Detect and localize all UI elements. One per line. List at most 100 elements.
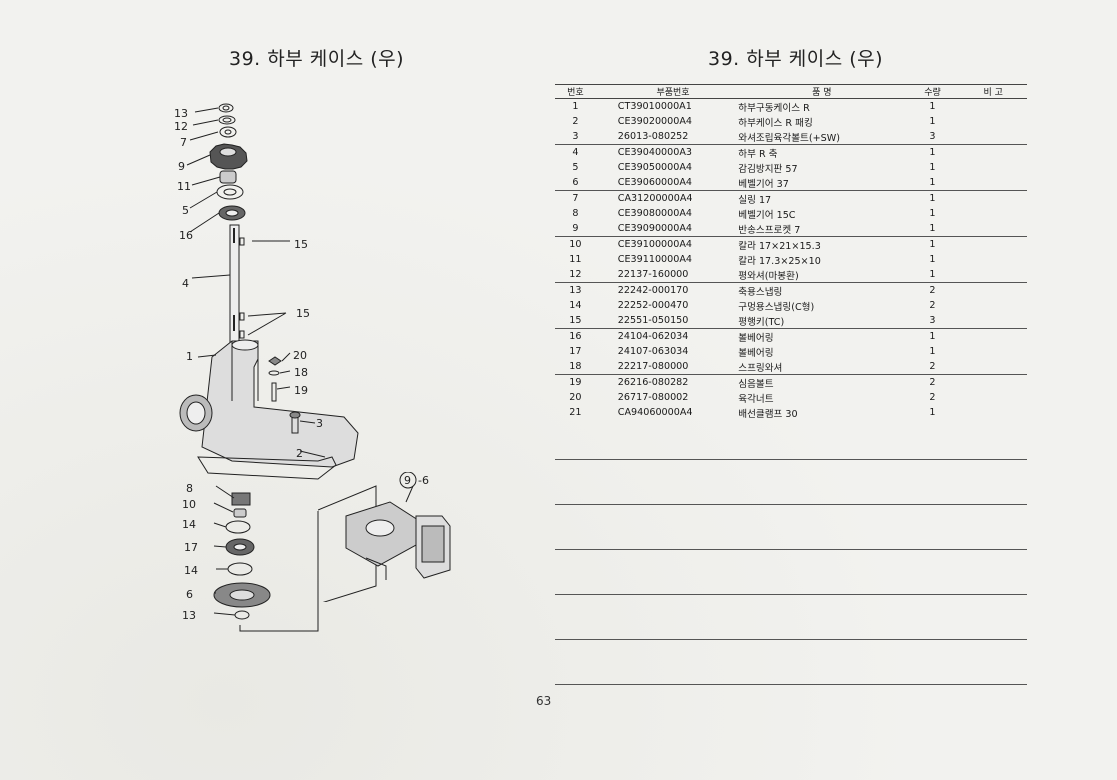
blank-rule-5 — [555, 639, 1027, 640]
cell-remarks — [959, 328, 1027, 344]
cell-part-name: 베벨기어 15C — [738, 209, 796, 221]
callout-9-6-suffix: -6 — [418, 474, 429, 487]
callout-13-lower: 13 — [182, 609, 196, 622]
callout-18: 18 — [294, 366, 308, 379]
cell-part-name: 하부케이스 R 패킹 — [738, 117, 813, 129]
cell-number: 8 — [572, 208, 579, 219]
cell-number: 17 — [569, 346, 582, 357]
right-page-title: 39. 하부 케이스 (우) — [708, 48, 884, 70]
cell-part-number: CE39020000A4 — [617, 116, 693, 127]
cell-part-number: 24104-062034 — [595, 328, 729, 344]
cell-number: 1 — [572, 101, 579, 112]
callout-12: 12 — [174, 120, 188, 133]
table-header-row: 번호 부품번호 품 명 수량 비 고 — [555, 84, 1027, 99]
cell-part-number: 22252-000470 — [617, 300, 689, 311]
cell-part-name: 구멍용스냅링(C형) — [738, 301, 815, 313]
left-page-title: 39. 하부 케이스 (우) — [229, 48, 405, 70]
cell-part-number: 22137-160000 — [617, 269, 689, 280]
cell-quantity: 3 — [929, 315, 936, 326]
callout-2: 2 — [296, 447, 303, 460]
blank-rule-6 — [555, 684, 1027, 685]
cell-quantity: 1 — [905, 236, 960, 252]
callout-6: 6 — [186, 588, 193, 601]
callout-16: 16 — [179, 229, 193, 242]
cell-number: 20 — [569, 392, 582, 403]
callout-13: 13 — [174, 107, 188, 120]
cell-part-number: 26717-080002 — [617, 392, 689, 403]
callout-8: 8 — [186, 482, 193, 495]
callout-15-lower: 15 — [296, 307, 310, 320]
callout-4: 4 — [182, 277, 189, 290]
cell-part-name: 반송스프로켓 7 — [738, 224, 801, 236]
cell-number: 18 — [569, 361, 582, 372]
cell-remarks — [960, 175, 1028, 191]
cell-quantity: 1 — [929, 177, 936, 188]
callout-3: 3 — [316, 417, 323, 430]
cell-part-number: 22242-000170 — [595, 282, 729, 298]
cell-number: 2 — [572, 116, 579, 127]
cell-number: 6 — [572, 177, 579, 188]
callout-5: 5 — [182, 204, 189, 217]
cell-quantity: 1 — [929, 254, 936, 265]
blank-rule-2 — [555, 504, 1027, 505]
cell-remarks — [960, 405, 1028, 420]
cell-number: 21 — [569, 407, 582, 418]
cell-part-number: 26216-080282 — [595, 374, 729, 390]
cell-quantity: 1 — [929, 269, 936, 280]
cell-part-name: 감김방지판 57 — [738, 163, 798, 175]
cell-remarks — [959, 190, 1027, 206]
inset-drawing — [317, 471, 451, 605]
callout-7: 7 — [180, 136, 187, 149]
cell-quantity: 1 — [929, 101, 936, 112]
header-part-name: 품 명 — [728, 84, 906, 99]
cell-part-number: CE39090000A4 — [617, 223, 693, 234]
cell-part-name: 배선클램프 30 — [738, 408, 798, 420]
cell-remarks — [960, 129, 1028, 145]
callout-1: 1 — [186, 350, 193, 363]
cell-quantity: 2 — [929, 300, 936, 311]
cell-number: 7 — [555, 190, 596, 206]
blank-rule-4 — [555, 594, 1027, 595]
cell-part-number: CT39010000A1 — [617, 101, 692, 112]
cell-part-name: 칼라 17×21×15.3 — [728, 236, 906, 252]
cell-part-number: 24107-063034 — [617, 346, 689, 357]
table-row: 21 CA94060000A4 배선클램프 30 1 — [555, 405, 1027, 420]
blank-rule-1 — [555, 459, 1027, 460]
diagram-drawing — [179, 103, 359, 632]
cell-number: 10 — [555, 236, 596, 252]
cell-quantity: 1 — [929, 223, 936, 234]
cell-remarks — [960, 252, 1028, 267]
cell-part-number: CA31200000A4 — [595, 190, 729, 206]
callout-14-upper: 14 — [182, 518, 196, 531]
header-remarks: 비 고 — [959, 84, 1027, 99]
callout-9: 9 — [178, 160, 185, 173]
cell-remarks — [960, 221, 1028, 237]
cell-part-number: CA94060000A4 — [617, 407, 693, 418]
cell-part-name: 베벨기어 37 — [738, 178, 789, 190]
cell-remarks — [960, 313, 1028, 329]
cell-remarks — [960, 160, 1028, 175]
cell-part-name: 육각너트 — [738, 393, 774, 405]
cell-remarks — [960, 267, 1028, 283]
cell-quantity: 1 — [905, 190, 960, 206]
cell-quantity: 1 — [929, 407, 936, 418]
cell-part-name: 스프링와셔 — [738, 362, 783, 374]
cell-quantity: 1 — [929, 346, 936, 357]
cell-quantity: 1 — [929, 208, 936, 219]
cell-part-name: 볼베어링 — [728, 328, 906, 344]
cell-part-name: 심음볼트 — [728, 374, 906, 390]
